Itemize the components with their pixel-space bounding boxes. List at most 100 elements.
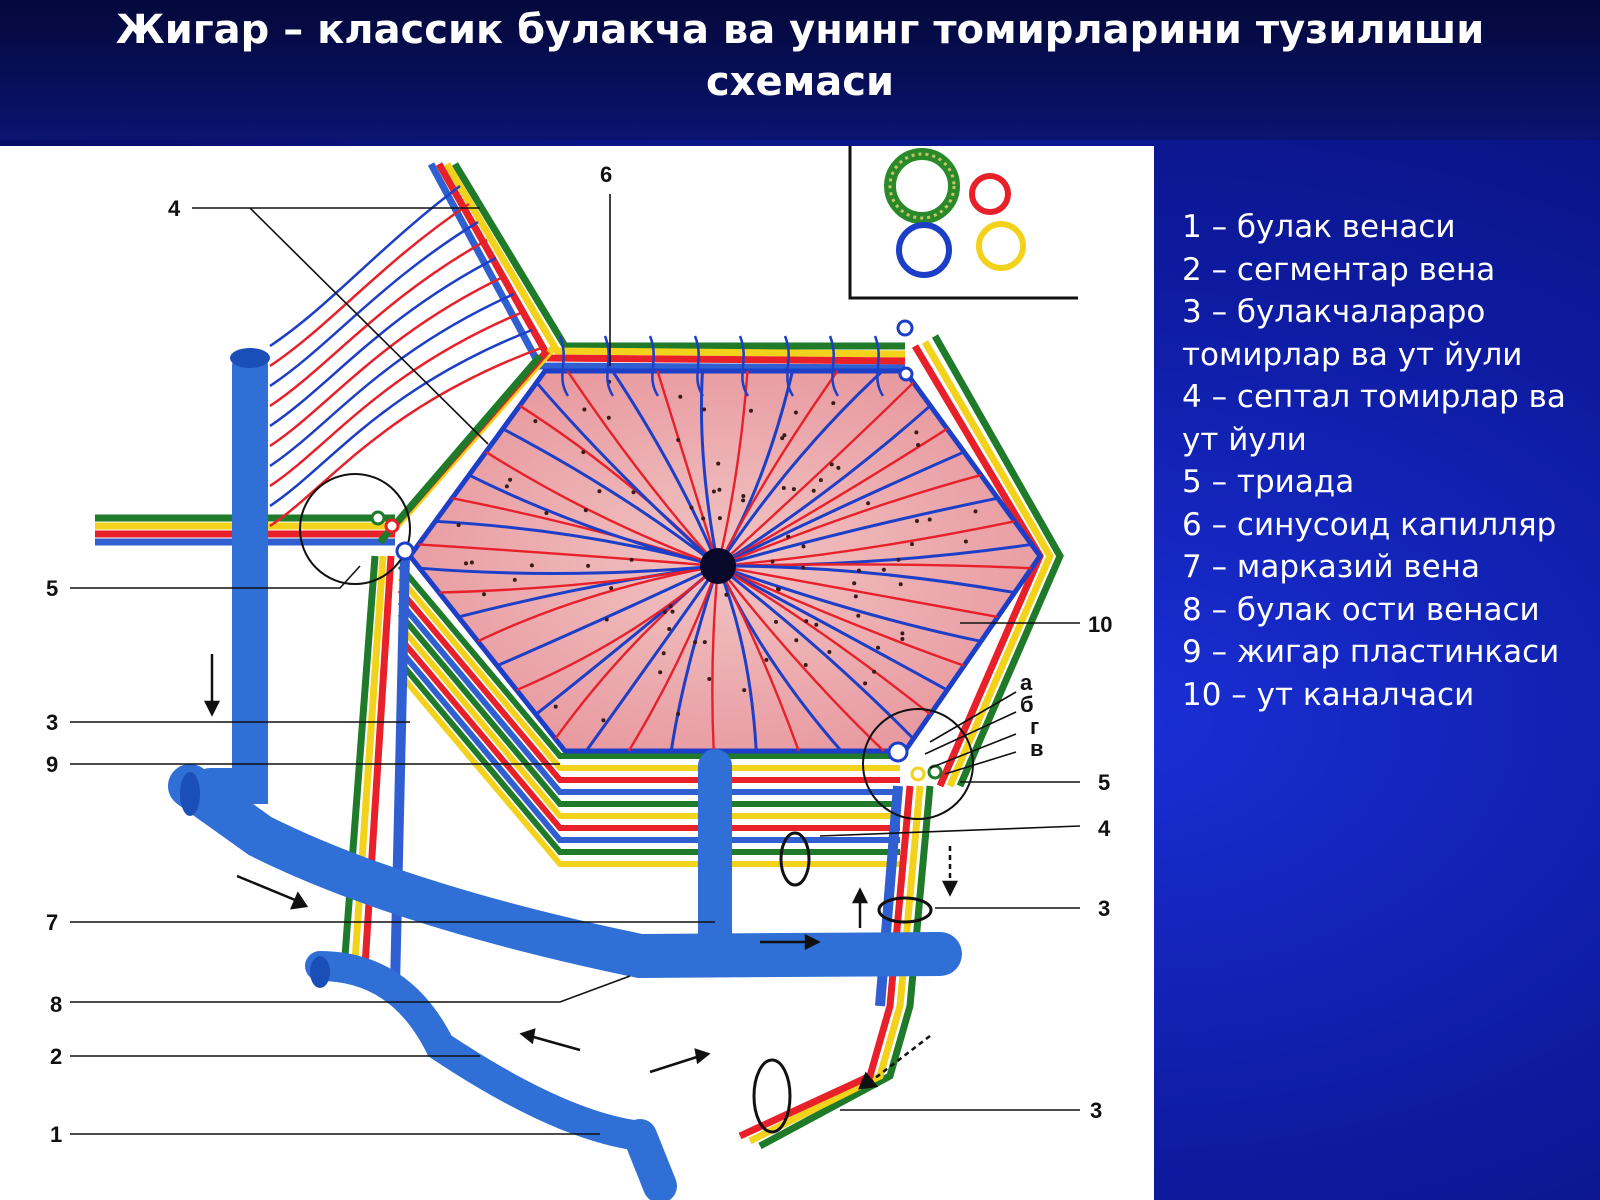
- hepatocyte-nucleus: [508, 478, 512, 482]
- hepatocyte-nucleus: [928, 518, 932, 522]
- hepatocyte-nucleus: [667, 627, 671, 631]
- label-4-right: 4: [1098, 816, 1111, 841]
- hepatocyte-nucleus: [505, 484, 509, 488]
- hepatocyte-nucleus: [804, 663, 808, 667]
- hepatocyte-nucleus: [464, 561, 468, 565]
- hepatocyte-nucleus: [794, 638, 798, 642]
- hepatocyte-nucleus: [964, 540, 968, 544]
- lobar-vein: [640, 1136, 660, 1186]
- hepatocyte-nucleus: [764, 658, 768, 662]
- hepatocyte-nucleus: [831, 401, 835, 405]
- legend-item-3: 3 – булакчалараро томирлар ва ут йули: [1182, 291, 1592, 376]
- hepatocyte-nucleus: [741, 498, 745, 502]
- label-4-upper: 4: [168, 196, 181, 221]
- hepatocyte-nucleus: [854, 594, 858, 598]
- hepatocyte-nucleus: [741, 494, 745, 498]
- hepatocyte-nucleus: [632, 490, 636, 494]
- label-8: 8: [50, 992, 62, 1017]
- hepatocyte-nucleus: [513, 578, 517, 582]
- hepatocyte-nucleus: [607, 416, 611, 420]
- segmental-vein: [320, 966, 640, 1136]
- lymph-section-icon: [979, 224, 1023, 268]
- hepatocyte-nucleus: [900, 631, 904, 635]
- hepatocyte-nucleus: [586, 564, 590, 568]
- hepatocyte-nucleus: [900, 637, 904, 641]
- hepatocyte-nucleus: [863, 681, 867, 685]
- hepatocyte-nucleus: [702, 407, 706, 411]
- hepatocyte-nucleus: [707, 677, 711, 681]
- hepatocyte-nucleus: [916, 443, 920, 447]
- hepatocyte-nucleus: [836, 466, 840, 470]
- central-vein: [700, 548, 736, 584]
- hepatocyte-nucleus: [802, 544, 806, 548]
- hepatocyte-nucleus: [776, 587, 780, 591]
- hepatocyte-nucleus: [676, 712, 680, 716]
- label-6: 6: [600, 162, 612, 187]
- sublobular-vein: [190, 786, 940, 956]
- hepatocyte-nucleus: [703, 640, 707, 644]
- label-v: в: [1030, 736, 1044, 761]
- hepatocyte-nucleus: [857, 569, 861, 573]
- liver-lobule-figure: 4 6 5 3 9 7 8 2 1 10 5 4 3 3 а б г в: [0, 146, 1154, 1200]
- hepatocyte-nucleus: [910, 542, 914, 546]
- legend-item-10: 10 – ут каналчаси: [1182, 674, 1592, 717]
- hepatocyte-nucleus: [658, 670, 662, 674]
- hepatocyte-nucleus: [782, 486, 786, 490]
- legend-item-9: 9 – жигар пластинкаси: [1182, 631, 1592, 674]
- hepatocyte-nucleus: [882, 568, 886, 572]
- hepatocyte-nucleus: [866, 501, 870, 505]
- hepatocyte-nucleus: [717, 488, 721, 492]
- label-3-left: 3: [46, 710, 58, 735]
- hepatocyte-nucleus: [609, 586, 613, 590]
- vein-section-icon: [899, 225, 949, 275]
- hepatocyte-nucleus: [457, 523, 461, 527]
- legend-item-1: 1 – булак венаси: [1182, 206, 1592, 249]
- hepatocyte-nucleus: [582, 408, 586, 412]
- hepatocyte-nucleus: [974, 509, 978, 513]
- hepatocyte-nucleus: [482, 592, 486, 596]
- hepatocyte-nucleus: [792, 487, 796, 491]
- hepatocyte-nucleus: [801, 566, 805, 570]
- hepatocyte-nucleus: [852, 581, 856, 585]
- hepatocyte-nucleus: [812, 489, 816, 493]
- legend-item-6: 6 – синусоид капилляр: [1182, 504, 1592, 547]
- hepatocyte-nucleus: [630, 558, 634, 562]
- hepatocyte-nucleus: [701, 517, 705, 521]
- septal-bundle-upper: [431, 164, 905, 368]
- label-1: 1: [50, 1122, 62, 1147]
- hepatocyte-nucleus: [584, 508, 588, 512]
- hepatocyte-nucleus: [544, 511, 548, 515]
- label-7: 7: [46, 910, 58, 935]
- hepatocyte-nucleus: [771, 560, 775, 564]
- hepatocyte-nucleus: [724, 593, 728, 597]
- label-3-bottom: 3: [1090, 1098, 1102, 1123]
- hepatocyte-nucleus: [896, 558, 900, 562]
- legend-item-4: 4 – септал томирлар ва ут йули: [1182, 376, 1592, 461]
- legend-item-5: 5 – триада: [1182, 461, 1592, 504]
- segmental-vein-upper: [210, 366, 250, 786]
- legend-item-7: 7 – марказий вена: [1182, 546, 1592, 589]
- hepatocyte-nucleus: [856, 614, 860, 618]
- hepatocyte-nucleus: [605, 618, 609, 622]
- hepatocyte-nucleus: [554, 705, 558, 709]
- hepatocyte-nucleus: [872, 670, 876, 674]
- hepatocyte-nucleus: [663, 610, 667, 614]
- hepatocyte-nucleus: [671, 610, 675, 614]
- hepatocyte-nucleus: [669, 604, 673, 608]
- hepatocyte-nucleus: [718, 516, 722, 520]
- hepatocyte-nucleus: [533, 419, 537, 423]
- hepatocyte-nucleus: [914, 430, 918, 434]
- septal-vessel: [270, 222, 478, 386]
- label-2: 2: [50, 1044, 62, 1069]
- label-9: 9: [46, 752, 58, 777]
- hepatocyte-nucleus: [786, 535, 790, 539]
- artery-section-icon: [972, 176, 1008, 212]
- legend-item-8: 8 – булак ости венаси: [1182, 589, 1592, 632]
- hepatocyte-nucleus: [693, 640, 697, 644]
- hepatocyte-nucleus: [530, 563, 534, 567]
- label-5-right: 5: [1098, 770, 1110, 795]
- hepatocyte-nucleus: [780, 436, 784, 440]
- hepatocyte-nucleus: [597, 489, 601, 493]
- hepatocyte-nucleus: [915, 519, 919, 523]
- label-5-left: 5: [46, 576, 58, 601]
